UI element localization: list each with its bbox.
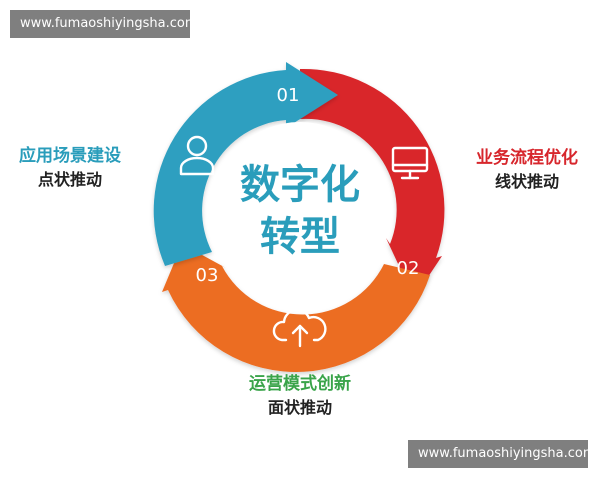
center-title-line1: 数字化 [240, 162, 360, 208]
caption-bottom-subtitle: 面状推动 [267, 398, 332, 417]
center-disc [212, 122, 388, 298]
watermark-top: www.fumaoshiyingsha.com [10, 10, 198, 38]
step-number-03: 03 [196, 265, 219, 286]
cycle-segment-blue [153, 62, 338, 266]
watermark-bottom: www.fumaoshiyingsha.com [408, 440, 596, 468]
user-icon [179, 135, 215, 176]
caption-left-subtitle: 点状推动 [37, 170, 102, 189]
cloud-upload-icon [272, 308, 327, 348]
caption-right-subtitle: 线状推动 [494, 172, 559, 191]
cycle-segment-orange [162, 244, 430, 372]
caption-left-title: 应用场景建设 [19, 146, 121, 166]
caption-right-title: 业务流程优化 [476, 148, 578, 168]
step-number-01: 01 [277, 85, 300, 106]
caption-bottom-title: 运营模式创新 [249, 374, 351, 394]
caption-business-process: 业务流程优化 线状推动 [456, 146, 598, 194]
cycle-segment-red [300, 68, 445, 299]
caption-application-scenarios: 应用场景建设 点状推动 [4, 144, 136, 192]
caption-operating-model: 运营模式创新 面状推动 [220, 372, 380, 420]
monitor-icon [391, 146, 429, 180]
step-number-02: 02 [397, 258, 420, 279]
center-title-line2: 转型 [260, 214, 340, 260]
